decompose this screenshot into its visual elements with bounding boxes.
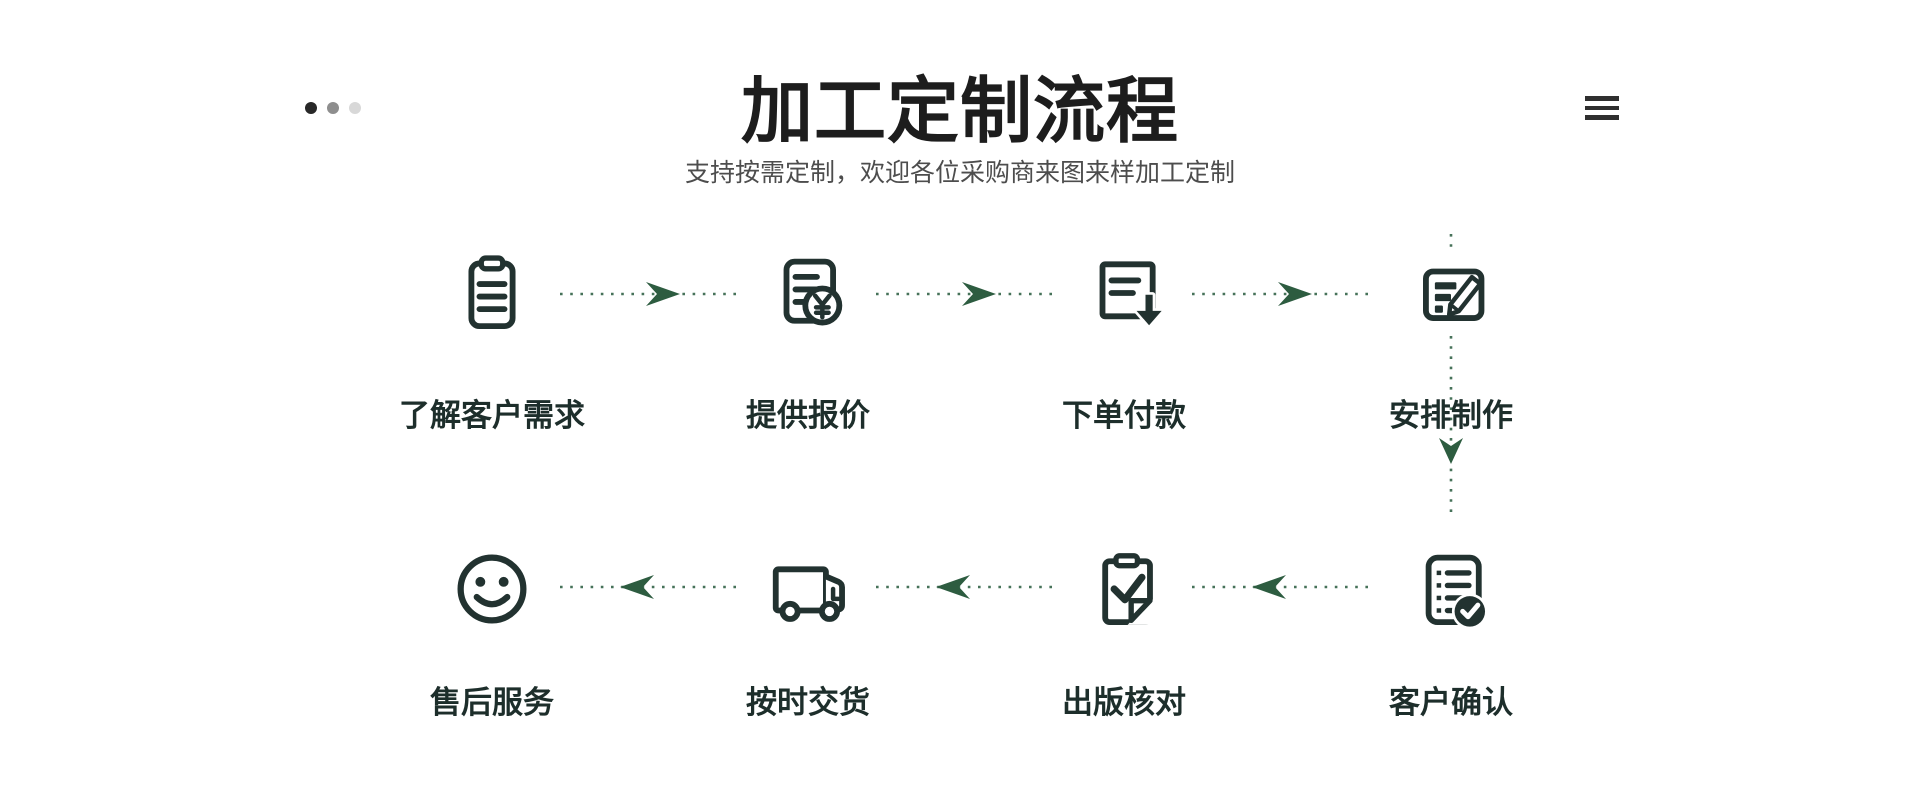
production-edit-icon — [1423, 268, 1485, 321]
step-label: 下单付款 — [1062, 398, 1186, 433]
carousel-dot[interactable] — [327, 102, 339, 114]
step-label: 安排制作 — [1389, 398, 1513, 433]
order-payment-icon — [1099, 261, 1165, 328]
step-icon-box — [1081, 250, 1167, 336]
proof-check-icon — [1102, 553, 1160, 626]
step-icon-box — [449, 250, 535, 336]
step-icon-box — [449, 546, 535, 632]
step-label: 客户确认 — [1389, 685, 1513, 720]
arrow-right-connector — [1192, 282, 1372, 306]
quotation-price-icon — [783, 258, 843, 326]
arrow-left-connector — [876, 575, 1056, 599]
step-icon-box — [1081, 546, 1167, 632]
confirm-list-icon — [1425, 554, 1488, 630]
hamburger-menu-icon[interactable] — [1585, 96, 1619, 120]
carousel-dot-active[interactable] — [305, 102, 317, 114]
step-icon-box — [765, 546, 851, 632]
step-label: 提供报价 — [746, 398, 870, 433]
hamburger-bar — [1585, 96, 1619, 101]
step-label: 售后服务 — [430, 685, 554, 720]
arrow-down-connector — [1439, 234, 1463, 518]
step-label: 了解客户需求 — [399, 398, 585, 433]
delivery-truck-icon — [772, 566, 845, 622]
arrow-right-connector — [560, 282, 740, 306]
hamburger-bar — [1585, 105, 1619, 111]
smiley-face-icon — [457, 554, 527, 624]
clipboard-notes-icon — [468, 255, 516, 330]
step-icon-box — [1408, 250, 1494, 336]
arrow-left-connector — [560, 575, 740, 599]
step-icon-box — [1408, 546, 1494, 632]
carousel-pagination — [305, 102, 361, 114]
arrow-right-connector — [876, 282, 1056, 306]
step-icon-box — [765, 250, 851, 336]
step-label: 出版核对 — [1062, 685, 1186, 720]
hamburger-bar — [1585, 115, 1619, 120]
arrow-left-connector — [1192, 575, 1372, 599]
carousel-dot[interactable] — [349, 102, 361, 114]
page-subtitle: 支持按需定制，欢迎各位采购商来图来样加工定制 — [684, 159, 1235, 187]
step-label: 按时交货 — [746, 685, 870, 720]
page-title: 加工定制流程 — [740, 72, 1179, 152]
